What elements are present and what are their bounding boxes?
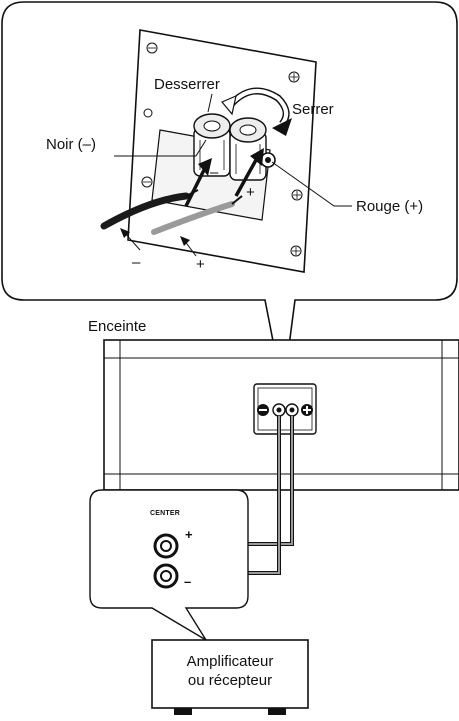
screw-icon (146, 42, 158, 54)
black-wire (100, 192, 190, 230)
black-label: Noir (–) (46, 136, 97, 153)
amplifier-label-line2: ou récepteur (187, 672, 273, 689)
screw-icon (291, 189, 303, 201)
jack-plus-label: + (185, 527, 193, 542)
screw-icon (290, 245, 302, 257)
terminal-minus-label: – (210, 164, 219, 181)
cabinet-terminal (253, 383, 317, 435)
plus-wire-label: + (196, 256, 205, 273)
center-label: CENTER (150, 510, 180, 517)
amplifier-box (151, 639, 309, 715)
arrowhead-icon (272, 118, 292, 136)
red-wire (151, 201, 235, 235)
red-label: Rouge (+) (356, 198, 424, 215)
rca-jack-plus (153, 533, 179, 559)
loosen-label: Desserrer (154, 76, 220, 93)
speaker-label: Enceinte (88, 318, 147, 335)
terminal-plus-label: + (246, 184, 255, 201)
amplifier-label: Amplificateur ou récepteur (152, 652, 308, 690)
binding-post-red (229, 117, 276, 181)
tighten-label: Serrer (292, 101, 334, 118)
minus-wire-label: – (132, 254, 141, 271)
insert-arrow-icon (250, 148, 264, 166)
screw-icon (141, 176, 153, 188)
screw-icon (288, 71, 300, 83)
screw-icon (143, 108, 153, 118)
jack-minus-label: – (184, 574, 192, 589)
amplifier-label-line1: Amplificateur (186, 653, 274, 670)
rca-jack-minus (153, 563, 179, 589)
insert-arrow-icon (198, 158, 212, 176)
